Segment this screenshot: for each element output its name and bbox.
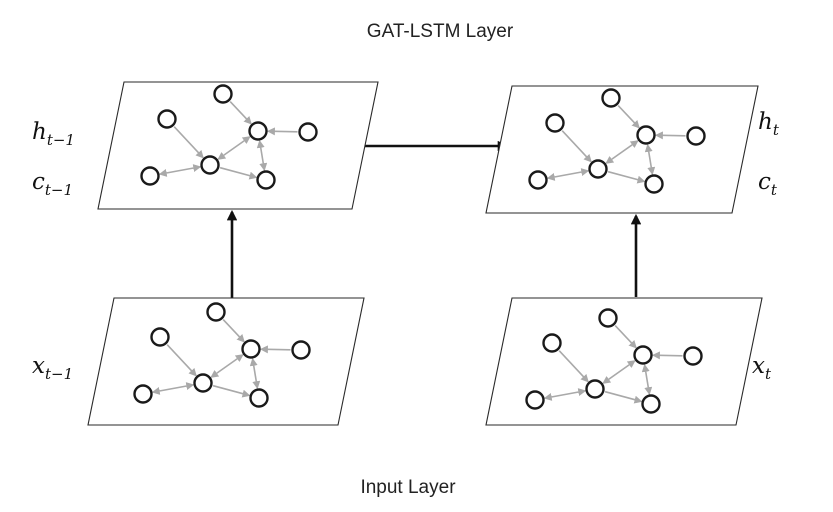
label-h-cur: ht: [758, 109, 780, 139]
label-c-prev: ct−1: [32, 169, 73, 199]
graph-edge: [266, 127, 298, 136]
graph-node: [213, 84, 233, 104]
graph-edge: [558, 350, 589, 383]
graph-node: [157, 109, 177, 129]
graph-edge: [561, 130, 592, 163]
graph-node: [256, 170, 276, 190]
input-graph-prev: [87, 297, 365, 426]
diagram-title-top: GAT-LSTM Layer: [367, 21, 514, 42]
graph-edge: [651, 351, 683, 360]
graph-panel: [485, 85, 759, 214]
graph-node: [588, 159, 608, 179]
label-h-prev: ht−1: [32, 119, 75, 149]
graph-edge: [644, 143, 656, 176]
graph-edge: [546, 168, 590, 181]
graph-edge: [605, 140, 639, 164]
graph-node: [249, 388, 269, 408]
graph-node: [644, 174, 664, 194]
graph-node: [140, 166, 160, 186]
graph-edge: [259, 345, 291, 354]
graph-node: [636, 125, 656, 145]
graph-edge: [222, 319, 245, 343]
graph-node: [525, 390, 545, 410]
graph-edge: [654, 131, 686, 140]
graph-node: [641, 394, 661, 414]
graph-node: [291, 340, 311, 360]
graph-node: [206, 302, 226, 322]
graph-edge: [617, 105, 640, 129]
graph-node: [683, 346, 703, 366]
label-x-cur: xt: [752, 353, 772, 383]
label-c-cur: ct: [758, 169, 778, 199]
graph-node: [601, 88, 621, 108]
graph-node: [298, 122, 318, 142]
graph-edge: [604, 390, 643, 404]
graph-node: [545, 113, 565, 133]
graph-node: [633, 345, 653, 365]
graph-edge: [212, 384, 251, 398]
graph-node: [542, 333, 562, 353]
diagram-title-bottom: Input Layer: [360, 477, 456, 498]
graph-edge: [607, 170, 646, 184]
input-graph-cur: [485, 297, 763, 426]
flow-arrows: [226, 140, 642, 298]
graph-edge: [614, 325, 637, 349]
graph-panel: [87, 297, 365, 426]
graph-edge: [249, 357, 261, 390]
graph-node: [528, 170, 548, 190]
graph-edge: [543, 388, 587, 401]
graph-edge: [210, 354, 244, 378]
graph-edge: [166, 344, 197, 377]
graph-edge: [602, 360, 636, 384]
graph-node: [150, 327, 170, 347]
graph-edge: [641, 363, 653, 396]
graph-edge: [219, 166, 258, 180]
gat-lstm-graph-prev: [97, 81, 379, 210]
gat-lstm-graph-cur: [485, 85, 759, 214]
graph-edge: [229, 101, 252, 125]
graph-edge: [256, 139, 268, 172]
graph-edge: [158, 164, 202, 177]
graph-node: [241, 339, 261, 359]
graph-edge: [173, 126, 204, 159]
graph-edge: [217, 136, 251, 160]
graph-node: [585, 379, 605, 399]
graph-node: [200, 155, 220, 175]
graph-node: [598, 308, 618, 328]
graph-node: [133, 384, 153, 404]
graph-node: [248, 121, 268, 141]
graph-edge: [151, 382, 195, 395]
graph-node: [193, 373, 213, 393]
label-x-prev: xt−1: [32, 353, 73, 383]
graph-node: [686, 126, 706, 146]
